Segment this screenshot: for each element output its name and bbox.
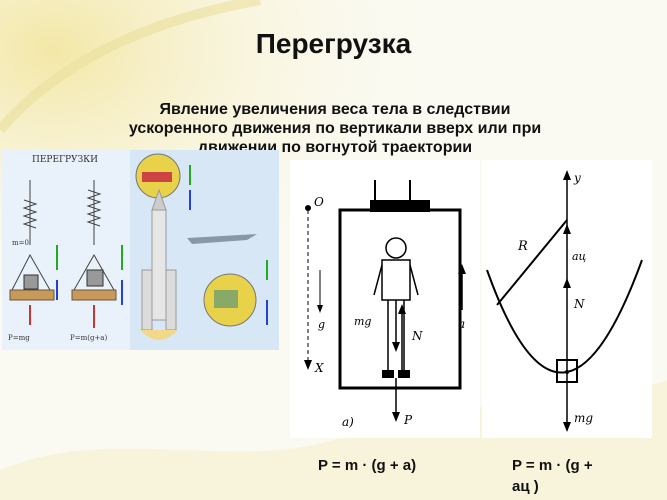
centripetal-accel-label: aц [572, 250, 587, 263]
x-axis-label: X [314, 361, 324, 375]
formula-right-line1: P = m · (g + [512, 457, 593, 474]
acceleration-label: a [458, 317, 465, 331]
svg-text:P=mg: P=mg [8, 334, 30, 342]
page-subtitle: Явление увеличения веса тела в следствии… [128, 101, 542, 156]
elevator-diagram: O X g mg N P a а) [290, 160, 480, 438]
curved-path-diagram: y R aц N mg [482, 160, 652, 438]
overload-illustration: ПЕРЕГРУЗКИ m=0 P=mg P=m(g+a) [2, 150, 279, 350]
mg-label: mg [354, 315, 371, 328]
origin-label: O [314, 195, 324, 209]
curve-weight-label: mg [574, 411, 593, 425]
curve-normal-label: N [573, 297, 585, 311]
formula-left: P = m · (g + a) [318, 457, 417, 474]
formula-right-line2: aц ) [512, 478, 539, 495]
diagram-caption: а) [342, 415, 354, 429]
radius-label: R [517, 239, 528, 254]
y-axis-label: y [573, 171, 581, 185]
page-title: Перегрузка [255, 28, 412, 59]
illustration-title: ПЕРЕГРУЗКИ [32, 155, 98, 165]
svg-text:m=0: m=0 [12, 239, 29, 247]
svg-text:P=m(g+a): P=m(g+a) [70, 334, 107, 342]
pressure-force-label: P [403, 413, 413, 427]
normal-force-label: N [411, 329, 423, 343]
gravity-label: g [318, 318, 325, 331]
